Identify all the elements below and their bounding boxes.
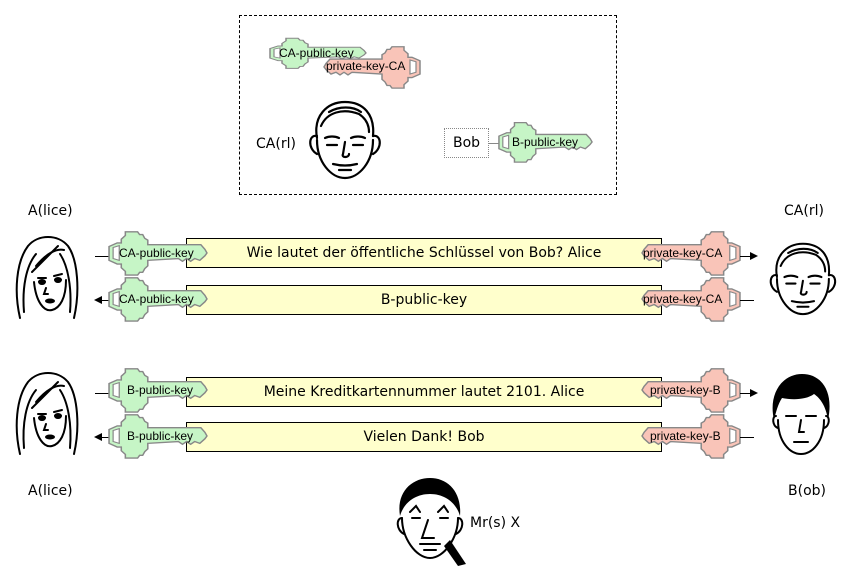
alice-bottom-label: A(lice) xyxy=(28,483,73,499)
ca-face-icon-right xyxy=(769,242,837,316)
eavesdropper-label: Mr(s) X xyxy=(470,515,521,531)
arrow-left-icon xyxy=(94,433,102,441)
bob-label: B(ob) xyxy=(788,483,826,499)
connector-line xyxy=(740,437,754,438)
bob-public-key-panel: B-public-key xyxy=(497,121,594,163)
public-key-left: B-public-key xyxy=(107,413,209,459)
message-box: Wie lautet der öffentliche Schlüssel von… xyxy=(186,238,662,268)
alice-face-icon-2 xyxy=(15,372,79,455)
ca-face-icon xyxy=(309,100,381,180)
connector-line xyxy=(95,256,120,257)
private-key-right: private-key-CA xyxy=(640,230,742,276)
private-key-right: private-key-B xyxy=(640,367,742,413)
public-key-left: CA-public-key xyxy=(107,276,209,322)
ca-public-key-panel: CA-public-key xyxy=(268,37,368,70)
ca-private-key-panel: private-key-CA xyxy=(322,45,422,89)
private-key-right: private-key-B xyxy=(640,413,742,459)
arrow-right-icon xyxy=(750,389,758,397)
public-key-left: B-public-key xyxy=(107,367,209,413)
ca-panel xyxy=(239,15,617,195)
bob-box: Bob xyxy=(444,128,489,158)
bob-key-connector xyxy=(489,143,499,144)
ca-right-label: CA(rl) xyxy=(784,203,824,219)
message-box: B-public-key xyxy=(186,285,662,315)
connector-line xyxy=(740,300,754,301)
bob-face-icon xyxy=(772,374,830,456)
private-key-right: private-key-CA xyxy=(640,276,742,322)
eavesdropper-face-icon xyxy=(396,478,466,566)
arrow-right-icon xyxy=(750,252,758,260)
message-box: Meine Kreditkartennummer lautet 2101. Al… xyxy=(186,377,662,407)
ca-panel-label: CA(rl) xyxy=(256,136,296,152)
connector-line xyxy=(95,393,120,394)
arrow-left-icon xyxy=(94,296,102,304)
public-key-left: CA-public-key xyxy=(107,230,209,276)
connector-line xyxy=(740,256,752,257)
alice-top-label: A(lice) xyxy=(28,203,73,219)
connector-line xyxy=(740,393,752,394)
message-box: Vielen Dank! Bob xyxy=(186,422,662,452)
alice-face-icon xyxy=(15,236,79,319)
